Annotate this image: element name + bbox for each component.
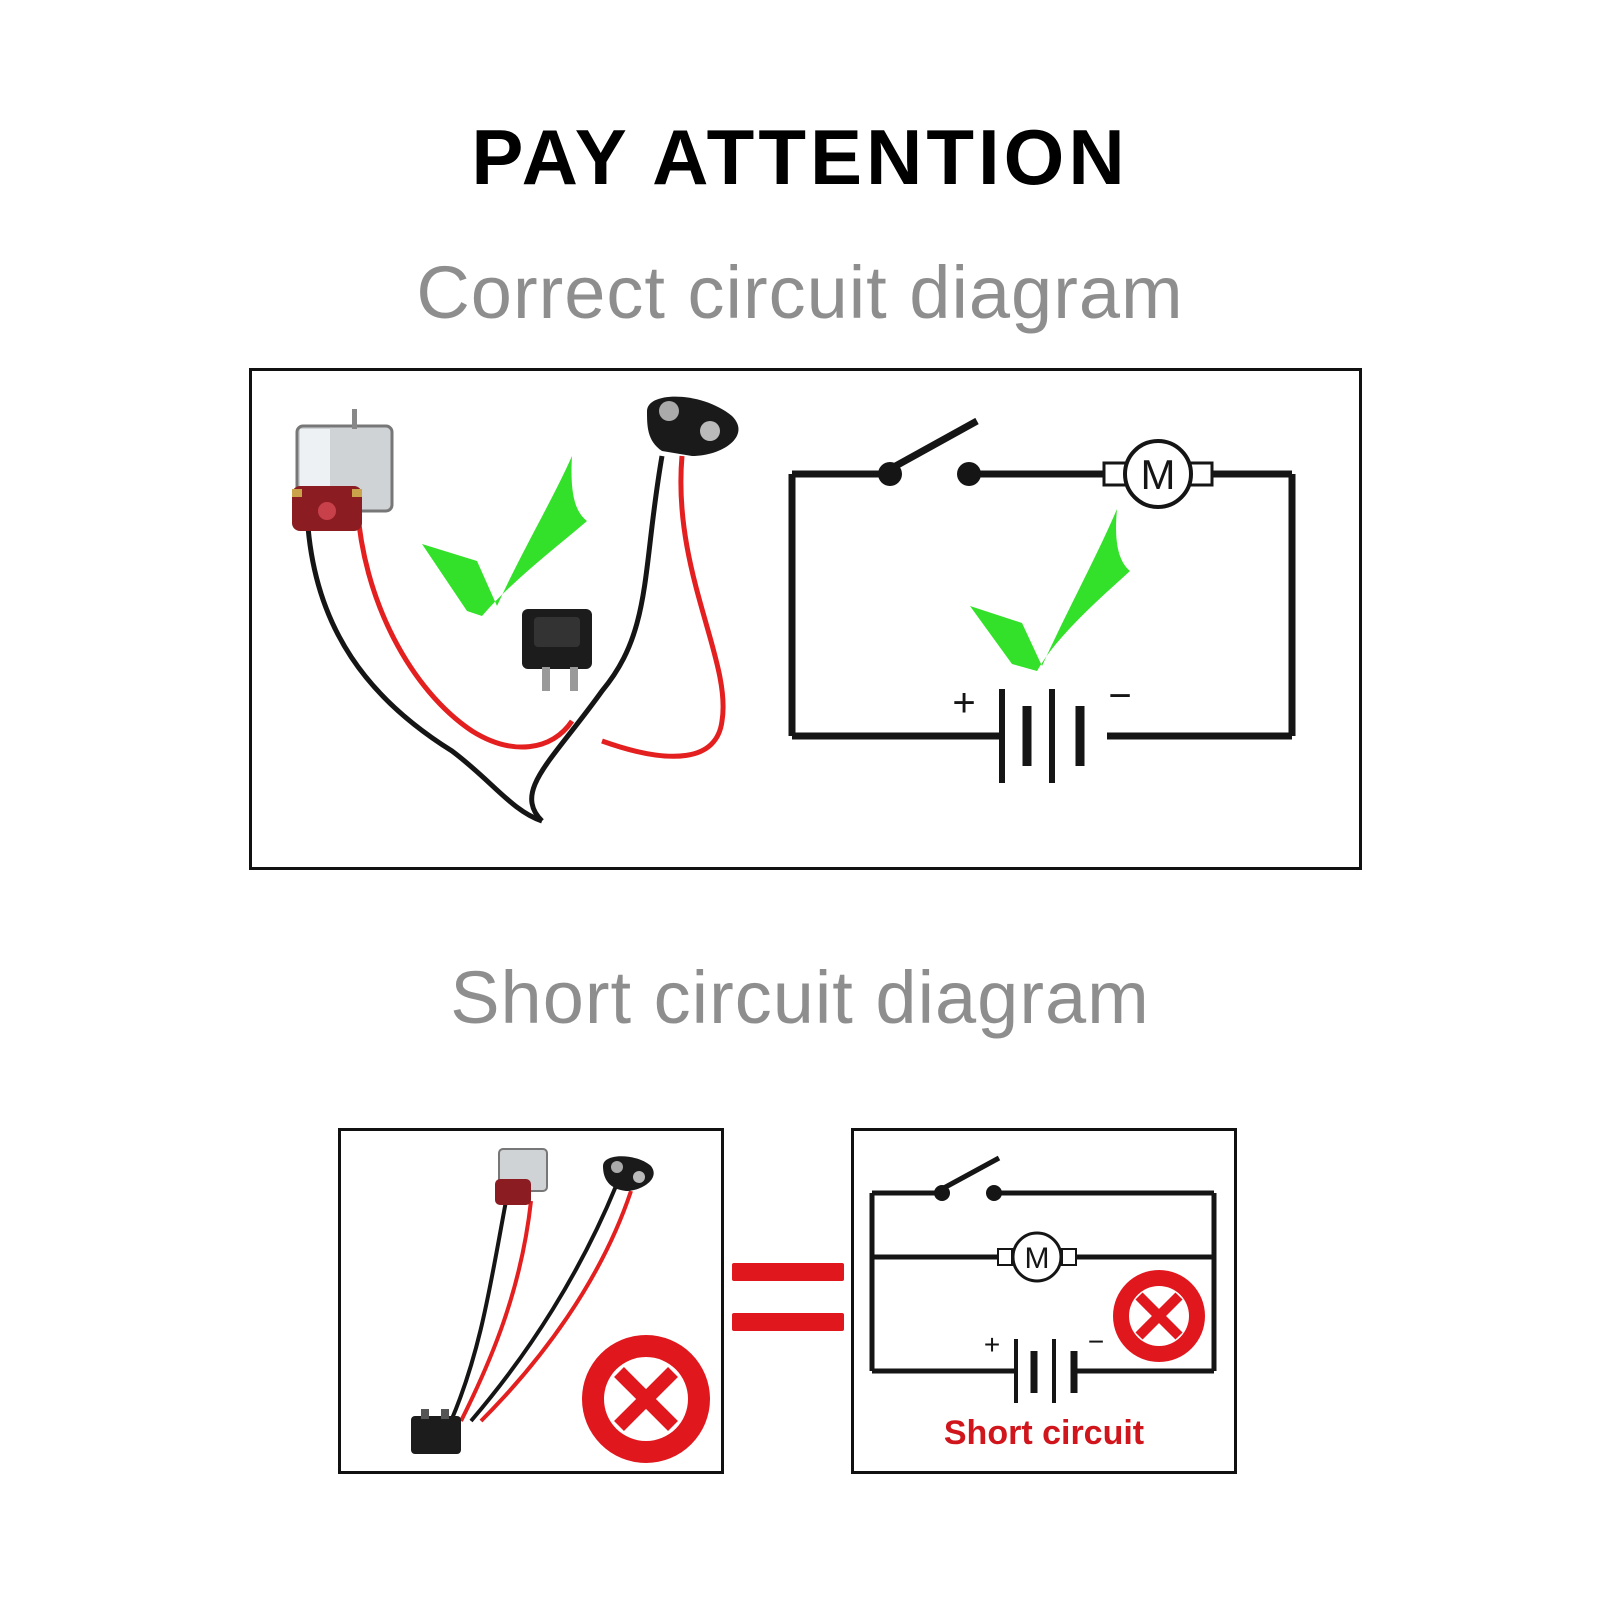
motor-icon: M xyxy=(997,1231,1077,1283)
red-wire xyxy=(601,455,726,759)
red-wire xyxy=(479,1190,633,1423)
check-icon xyxy=(970,509,1130,671)
equals-icon xyxy=(732,1313,844,1331)
switch-icon xyxy=(890,417,979,472)
black-wire xyxy=(449,1200,508,1422)
motor-icon xyxy=(292,409,394,531)
switch-icon xyxy=(411,1409,461,1454)
battery-clip-icon xyxy=(647,396,739,456)
red-wire xyxy=(459,1200,533,1422)
short-circuit-wiring-illustration xyxy=(411,1148,710,1463)
motor-icon: M xyxy=(1102,439,1214,509)
short-circuit-photo-panel xyxy=(338,1128,724,1474)
red-wire xyxy=(354,500,575,750)
switch-icon xyxy=(940,1155,1001,1192)
short-circuit-schematic: M + − xyxy=(869,1155,1217,1403)
battery-clip-icon xyxy=(603,1156,654,1191)
motor-label: M xyxy=(1141,451,1176,498)
short-circuit-label: Short circuit xyxy=(943,1414,1145,1452)
switch-icon xyxy=(522,609,592,691)
switch-contact xyxy=(957,462,981,486)
cross-icon xyxy=(582,1335,710,1463)
correct-circuit-panel: M + − xyxy=(249,368,1362,870)
switch-contact xyxy=(986,1185,1002,1201)
switch-contact xyxy=(934,1185,950,1201)
battery-minus-label: − xyxy=(1108,674,1131,718)
equals-icon xyxy=(732,1263,844,1281)
page-title: PAY ATTENTION xyxy=(471,113,1129,201)
switch-contact xyxy=(878,462,902,486)
correct-circuit-heading: Correct circuit diagram xyxy=(416,251,1184,334)
short-circuit-schematic-panel: M + − Short circuit xyxy=(851,1128,1237,1474)
black-wire xyxy=(529,455,665,823)
battery-plus-label: + xyxy=(984,1329,1000,1360)
motor-icon xyxy=(495,1148,548,1205)
check-icon xyxy=(422,456,587,616)
black-wire xyxy=(469,1185,618,1423)
battery-minus-label: − xyxy=(1088,1326,1104,1357)
correct-circuit-illustration: M + − xyxy=(292,396,1296,824)
black-wire xyxy=(304,510,543,824)
correct-schematic xyxy=(788,417,1296,783)
cross-icon xyxy=(1113,1270,1205,1362)
motor-label: M xyxy=(1025,1242,1050,1275)
battery-plus-label: + xyxy=(952,681,975,725)
short-circuit-heading: Short circuit diagram xyxy=(450,956,1150,1039)
